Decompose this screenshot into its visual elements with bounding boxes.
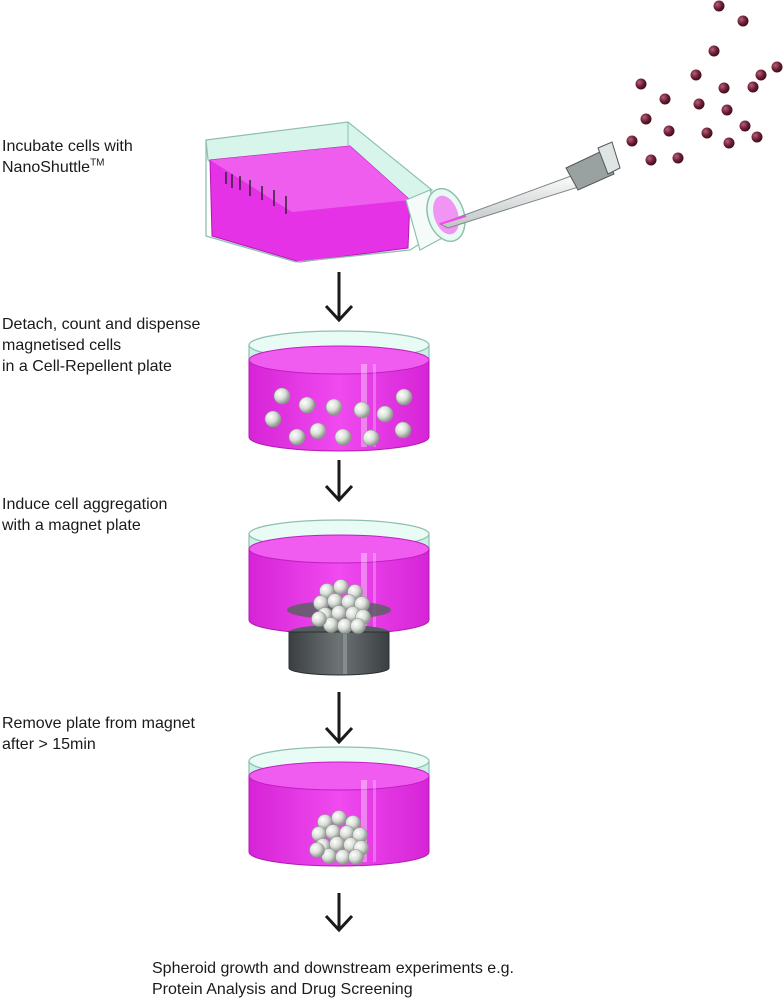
nanoparticle-icon: [672, 152, 684, 164]
magnetised-cell: [288, 428, 306, 446]
nanoparticle-icon: [693, 98, 705, 110]
nanoparticle-icon: [737, 15, 749, 27]
trademark-mark: TM: [90, 157, 105, 169]
step-4-line-2: after > 15min: [2, 736, 96, 753]
nanoparticle-icon: [723, 137, 735, 149]
spheroid-icon: [309, 810, 369, 865]
nanoparticle-icon: [718, 82, 730, 94]
magnetised-cells: [264, 387, 413, 447]
magnetised-cell: [264, 410, 282, 428]
nanoparticle-icon: [645, 154, 657, 166]
step-4-line-1: Remove plate from magnet: [2, 715, 195, 732]
spheroids: [309, 579, 371, 865]
step-3-line-2: with a magnet plate: [2, 517, 141, 534]
well-icon: [248, 746, 430, 867]
nanoparticle-icon: [755, 69, 767, 81]
magnet-icon: [288, 625, 390, 676]
nanoparticle-icon: [659, 93, 671, 105]
magnetised-cell: [376, 405, 394, 423]
nanoparticle-icon: [626, 135, 638, 147]
down-arrow-icon: [324, 692, 354, 745]
down-arrow-icon: [324, 272, 354, 323]
nanoparticle-icon: [747, 81, 759, 93]
magnetised-cell: [395, 388, 413, 406]
nanoparticle-icon: [635, 78, 647, 90]
down-arrow-icon: [324, 460, 354, 503]
magnetised-cell: [353, 401, 371, 419]
magnetised-cell: [309, 422, 327, 440]
magnetised-cell: [298, 396, 316, 414]
nanoparticle-icon: [751, 131, 763, 143]
nanoparticle-icon: [701, 127, 713, 139]
magnetised-cell: [334, 428, 352, 446]
nanoparticle-cloud: [626, 0, 783, 166]
nanoparticle-icon: [690, 69, 702, 81]
culture-flask-icon: [205, 121, 466, 263]
nanoparticle-icon: [721, 104, 733, 116]
nanoparticle-icon: [663, 125, 675, 137]
magnetised-cell: [325, 398, 343, 416]
step-3-line-1: Induce cell aggregation: [2, 496, 168, 513]
step-1-product: NanoShuttle: [2, 159, 91, 176]
nanoparticle-icon: [713, 0, 725, 12]
final-line-2: Protein Analysis and Drug Screening: [152, 981, 413, 998]
step-2-line-2: magnetised cells: [2, 337, 122, 354]
step-1-line-1: Incubate cells with: [2, 138, 133, 155]
step-2-line-3: in a Cell-Repellent plate: [2, 358, 172, 375]
nanoparticle-icon: [739, 120, 751, 132]
nanoparticle-icon: [708, 45, 720, 57]
nanoparticle-icon: [771, 61, 783, 73]
nanoparticle-icon: [640, 113, 652, 125]
final-line-1: Spheroid growth and downstream experimen…: [152, 960, 514, 977]
magnetised-cell: [273, 387, 291, 405]
magnetised-cell: [394, 421, 412, 439]
down-arrow-icon: [324, 893, 354, 933]
step-2-label: Detach, count and dispense magnetised ce…: [2, 314, 200, 377]
step-1-label: Incubate cells with NanoShuttleTM: [2, 136, 133, 178]
spheroid-icon: [311, 579, 371, 634]
step-4-label: Remove plate from magnet after > 15min: [2, 713, 195, 755]
step-3-label: Induce cell aggregation with a magnet pl…: [2, 494, 167, 536]
step-2-line-1: Detach, count and dispense: [2, 316, 201, 333]
magnetised-cell: [362, 429, 380, 447]
flow-arrows: [324, 272, 354, 933]
pipette-icon: [438, 141, 621, 229]
final-outcome-label: Spheroid growth and downstream experimen…: [152, 958, 514, 1000]
step-1-line-2: NanoShuttleTM: [2, 157, 133, 178]
